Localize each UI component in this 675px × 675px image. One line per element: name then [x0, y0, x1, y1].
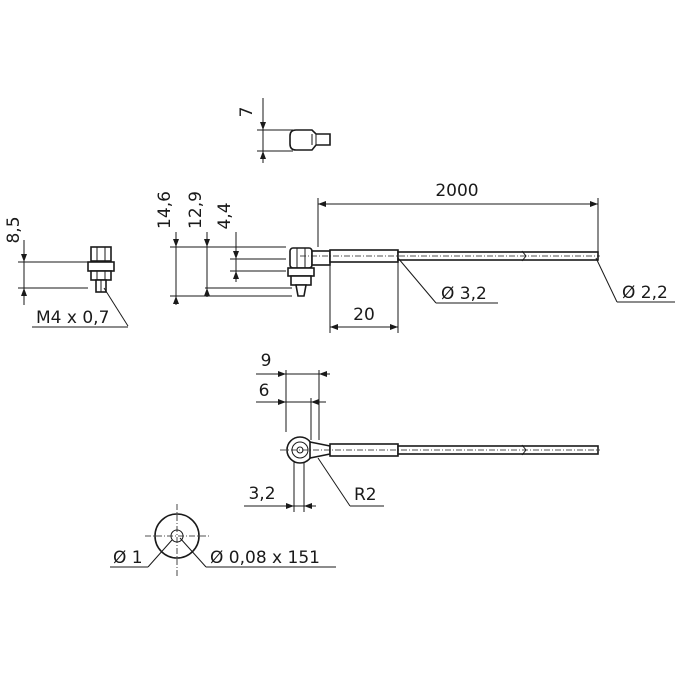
fiber-label: Ø 0,08 x 151 — [210, 548, 320, 568]
dim-3-2-label: 3,2 — [248, 484, 275, 504]
top-head-view: 7 — [237, 98, 331, 163]
end-face-view: Ø 1 Ø 0,08 x 151 — [110, 504, 336, 578]
sensor-side-view: 2000 20 Ø 3,2 Ø 2,2 — [287, 181, 675, 333]
nut-side-view: 8,5 M4 x 0,7 — [4, 216, 129, 328]
sensor-top-view: 9 6 3,2 R2 — [244, 351, 600, 512]
dim-7-label: 7 — [237, 107, 257, 118]
dim-2000-label: 2000 — [435, 181, 478, 201]
dia-1-label: Ø 1 — [113, 548, 143, 568]
dim-6-label: 6 — [259, 381, 270, 401]
dim-12-9-label: 12,9 — [186, 191, 206, 229]
dim-8-5-label: 8,5 — [4, 216, 24, 243]
dim-20-label: 20 — [353, 305, 375, 325]
height-dimensions: 14,6 12,9 4,4 — [155, 191, 292, 305]
dim-4-4-label: 4,4 — [215, 202, 235, 229]
dim-9-label: 9 — [261, 351, 272, 371]
dia-2-2-label: Ø 2,2 — [622, 283, 668, 303]
thread-label: M4 x 0,7 — [36, 308, 109, 328]
dia-3-2-label: Ø 3,2 — [441, 284, 487, 304]
dim-14-6-label: 14,6 — [155, 191, 175, 229]
radius-r2-label: R2 — [354, 485, 377, 505]
